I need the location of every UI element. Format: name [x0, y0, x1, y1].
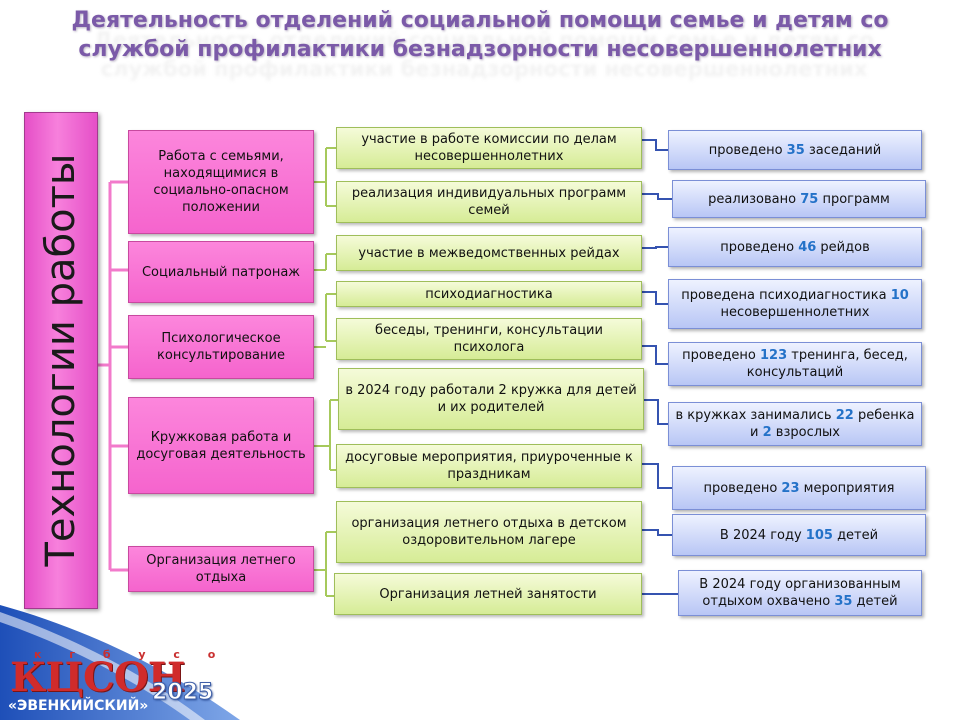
- category-box: Кружковая работа и досуговая деятельност…: [128, 397, 314, 494]
- activity-box: Организация летней занятости: [334, 573, 642, 615]
- logo-org-type: к г б у с о: [34, 648, 228, 661]
- activity-box: психодиагностика: [336, 281, 642, 307]
- result-number: 75: [800, 191, 819, 207]
- result-number: 2: [762, 425, 772, 440]
- result-box: В 2024 году организованным отдыхом охвач…: [678, 570, 922, 616]
- logo-name: КЦСОН: [10, 654, 186, 701]
- corner-swoosh: [0, 605, 240, 720]
- result-box: реализовано 75 программ: [672, 180, 926, 218]
- category-box: Организация летнего отдыха: [128, 546, 314, 592]
- connector-green: [314, 147, 338, 597]
- activity-box: организация летнего отдыха в детском озд…: [336, 501, 642, 563]
- side-label: Технологии работы: [38, 153, 84, 567]
- title-shadow: Деятельность отделений социальной помощи…: [94, 28, 874, 81]
- activity-box: досуговые мероприятия, приуроченные к пр…: [336, 444, 642, 488]
- result-box: проведена психодиагностика 10 несовершен…: [668, 279, 922, 329]
- activity-box: в 2024 году работали 2 кружка для детей …: [338, 368, 644, 430]
- side-label-box: Технологии работы: [24, 112, 98, 609]
- logo-region: «ЭВЕНКИЙСКИЙ»: [8, 698, 149, 714]
- result-number: 123: [760, 348, 788, 363]
- result-box: проведено 123 тренинга, бесед, консульта…: [668, 342, 922, 386]
- corner-swoosh-highlight: [0, 612, 205, 720]
- result-box: проведено 46 рейдов: [668, 227, 922, 267]
- connector-blue: [642, 139, 678, 595]
- connector-trunk: [96, 180, 128, 572]
- page-title-line-2: службой профилактики безнадзорности несо…: [78, 37, 882, 62]
- result-box: проведено 35 заседаний: [668, 130, 922, 170]
- result-number: 22: [835, 408, 854, 423]
- org-logo: к г б у с о КЦСОН «ЭВЕНКИЙСКИЙ» 2025: [0, 600, 230, 720]
- result-number: 46: [798, 239, 817, 255]
- logo-year: 2025: [151, 680, 214, 706]
- result-box: в кружках занимались 22 ребенка и 2 взро…: [668, 402, 922, 446]
- activity-box: участие в работе комиссии по делам несов…: [336, 127, 642, 169]
- result-number: 105: [805, 527, 833, 543]
- result-box: проведено 23 мероприятия: [672, 466, 926, 510]
- result-box: В 2024 году 105 детей: [672, 514, 926, 556]
- activity-box: беседы, тренинги, консультации психолога: [336, 318, 642, 360]
- result-number: 23: [781, 480, 800, 496]
- category-box: Социальный патронаж: [128, 241, 314, 303]
- page-title-line-1: Деятельность отделений социальной помощи…: [71, 8, 889, 33]
- activity-box: реализация индивидуальных программ семей: [336, 181, 642, 223]
- activity-box: участие в межведомственных рейдах: [336, 235, 642, 271]
- category-box: Психологическое консультирование: [128, 315, 314, 379]
- result-number: 35: [786, 142, 805, 158]
- page-title: Деятельность отделений социальной помощи…: [0, 6, 960, 64]
- category-box: Работа с семьями, находящимися в социаль…: [128, 130, 314, 234]
- result-number: 10: [890, 288, 909, 303]
- result-number: 35: [834, 594, 853, 609]
